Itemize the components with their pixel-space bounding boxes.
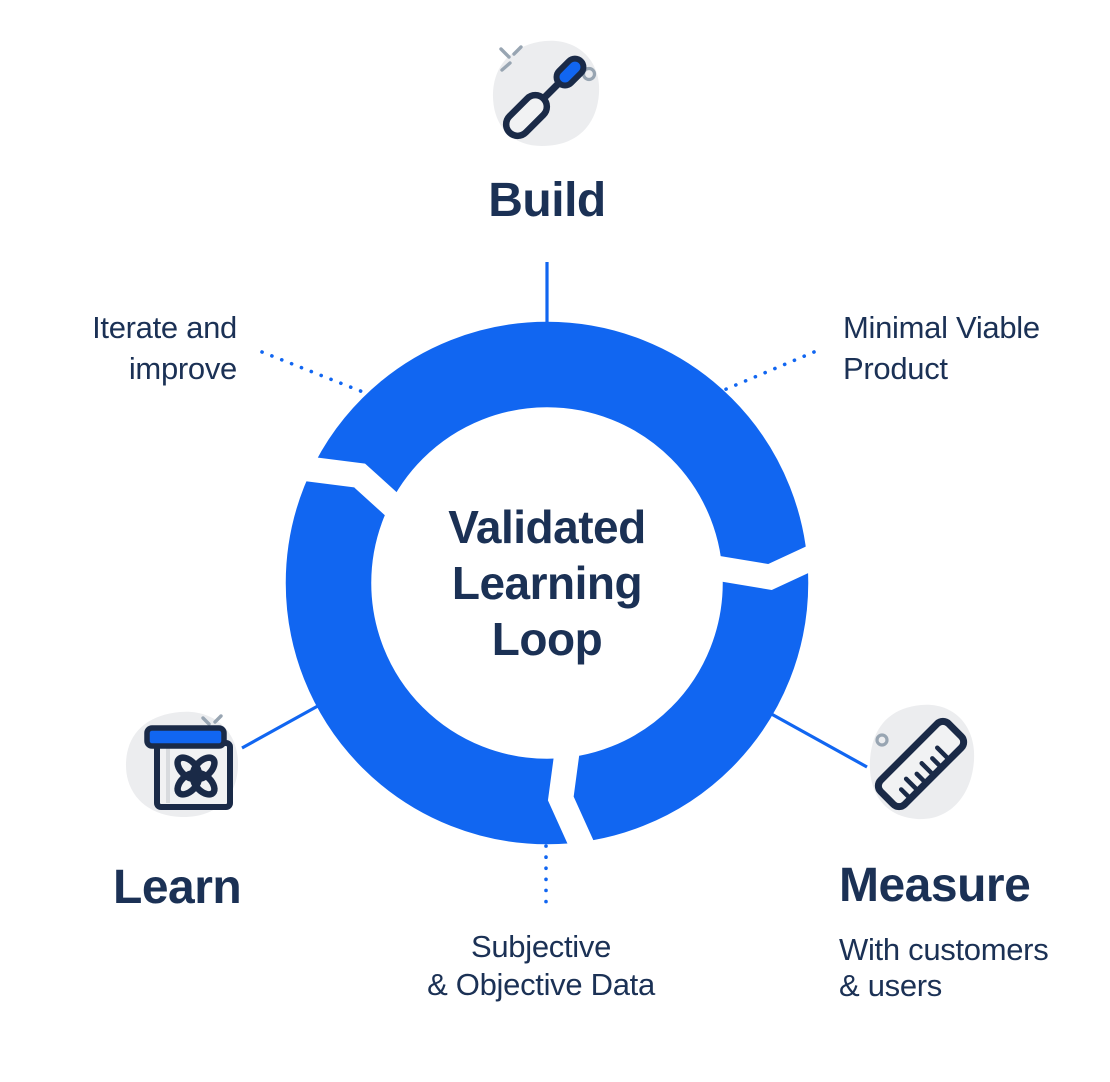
ring-break-upper-left <box>282 453 421 533</box>
annotation-line: Product <box>843 351 948 386</box>
ring-break-right <box>693 536 839 590</box>
screwdriver-icon <box>502 55 587 140</box>
mvp-dotted-line <box>722 350 816 392</box>
iterate-dotted-line <box>260 350 370 396</box>
dot-circle-icon <box>875 733 889 747</box>
sparkle-icon <box>499 45 523 72</box>
annotation-line: improve <box>128 351 237 386</box>
annotation-line: Subjective <box>470 929 612 964</box>
center-label-line: Learning <box>451 557 643 609</box>
annotation-line: & Objective Data <box>427 967 655 1002</box>
center-label: Validated Learning Loop <box>372 499 722 667</box>
build-icon-group <box>492 40 600 146</box>
ruler-icon <box>874 717 968 811</box>
annotation-iterate-improve: Iterate and improve <box>17 307 237 389</box>
annotation-minimal-viable-product: Minimal Viable Product <box>843 307 1040 389</box>
measure-icon-group <box>869 704 975 820</box>
learn-icon-group <box>125 711 238 818</box>
ring-break-bottom <box>547 727 604 873</box>
center-label-line: Loop <box>491 613 603 665</box>
measure-connector-line <box>765 709 868 769</box>
annotation-subjective-objective-data: Subjective & Objective Data <box>386 928 696 1004</box>
center-label-line: Validated <box>448 501 646 553</box>
annotation-line: Iterate and <box>92 310 237 345</box>
stage-title-build: Build <box>488 174 606 227</box>
book-icon <box>144 725 233 810</box>
stage-title-measure: Measure <box>839 859 1031 912</box>
stage-note-measure: With customers & users <box>839 932 1049 1004</box>
annotation-line: Minimal Viable <box>843 310 1040 345</box>
stage-title-learn: Learn <box>113 861 242 914</box>
note-line: & users <box>839 968 942 1003</box>
knot-icon <box>174 754 218 798</box>
note-line: With customers <box>839 932 1049 967</box>
